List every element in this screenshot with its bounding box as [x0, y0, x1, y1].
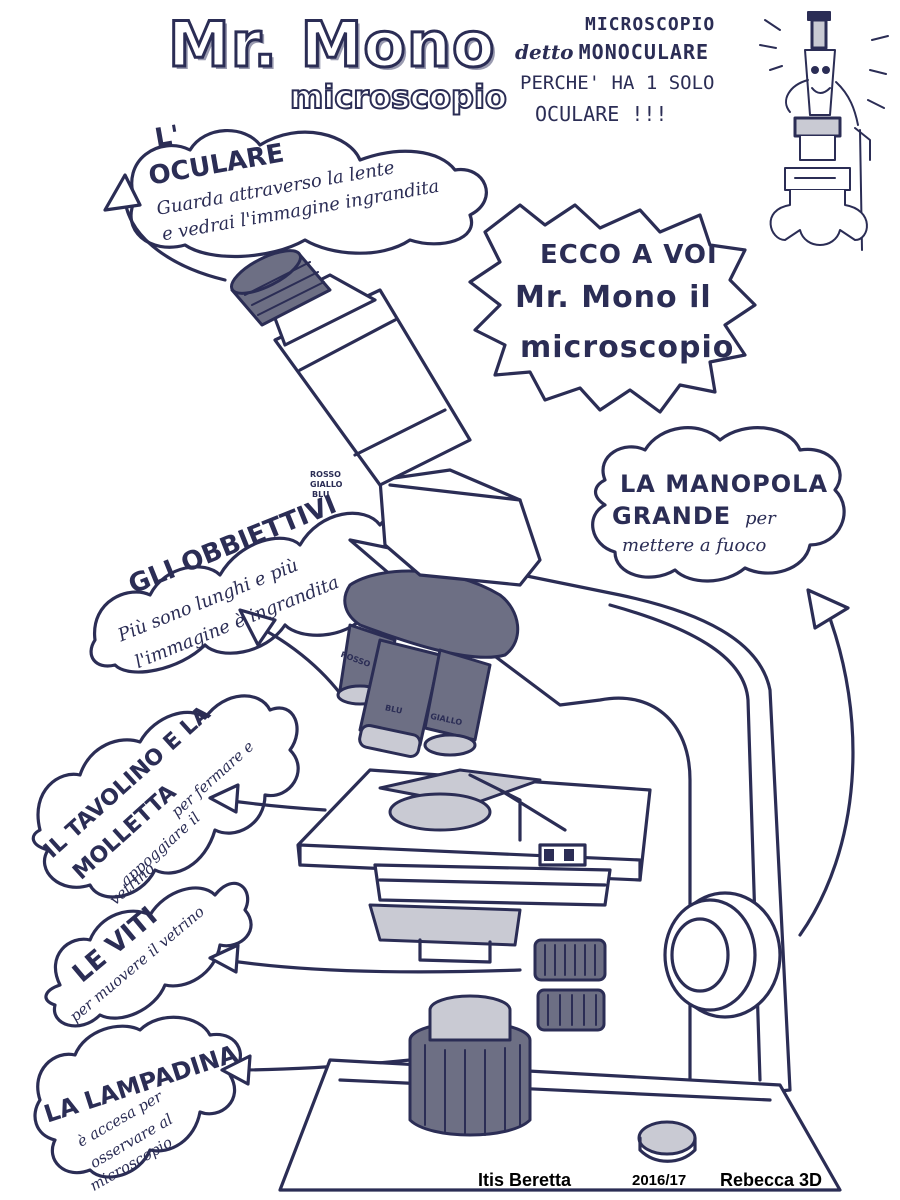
footer-year: 2016/17 — [632, 1172, 687, 1189]
intro-line2-prefix: detto — [515, 40, 574, 64]
manopola-arrow — [798, 603, 855, 937]
tavolino-arrow — [223, 798, 327, 812]
manopola-desc-1: per — [745, 508, 776, 529]
viti-cloud — [44, 881, 253, 1028]
objective-blu — [358, 638, 442, 758]
speech-line3: microscopio — [520, 330, 735, 365]
intro-line2: detto MONOCULARE — [515, 40, 709, 64]
tavolino-cloud — [31, 694, 300, 899]
speech-bubble — [468, 203, 757, 414]
title-sub: microscopio — [289, 77, 508, 117]
viti-arrow — [223, 958, 522, 974]
obbiettivi-color-2: GIALLO — [310, 480, 343, 489]
intro-line3: PERCHE' HA 1 SOLO — [520, 72, 715, 94]
title-main: Mr. Mono — [167, 7, 497, 83]
speech-line1: ECCO A VOI — [540, 240, 718, 270]
intro-line4: OCULARE !!! — [535, 102, 668, 126]
mascot-microscope — [759, 11, 889, 251]
lamp — [408, 994, 532, 1137]
speech-line2: Mr. Mono il — [515, 280, 712, 315]
intro-line1: MICROSCOPIO — [585, 14, 716, 35]
lampadina-cloud — [33, 1015, 242, 1179]
manopola-cloud — [591, 426, 846, 583]
manopola-title-1: LA MANOPOLA — [620, 470, 829, 498]
objective-giallo — [423, 648, 492, 757]
base-button — [637, 1120, 697, 1156]
manopola-desc-2: mettere a fuoco — [622, 535, 767, 556]
obbiettivi-color-3: BLU — [312, 490, 330, 499]
oculare-arrow — [123, 198, 227, 282]
stage-screws — [533, 938, 607, 1032]
footer-author: Rebecca 3D — [720, 1170, 823, 1190]
oculare-cloud — [129, 129, 488, 259]
footer-school: Itis Beretta — [478, 1170, 572, 1190]
manopola-title-2: GRANDE — [612, 502, 732, 530]
intro-line2-word: MONOCULARE — [578, 40, 710, 64]
oculare-title-1: L' — [152, 120, 182, 154]
obbiettivi-color-1: ROSSO — [310, 470, 341, 479]
obbiettivi-arrow — [253, 623, 347, 702]
